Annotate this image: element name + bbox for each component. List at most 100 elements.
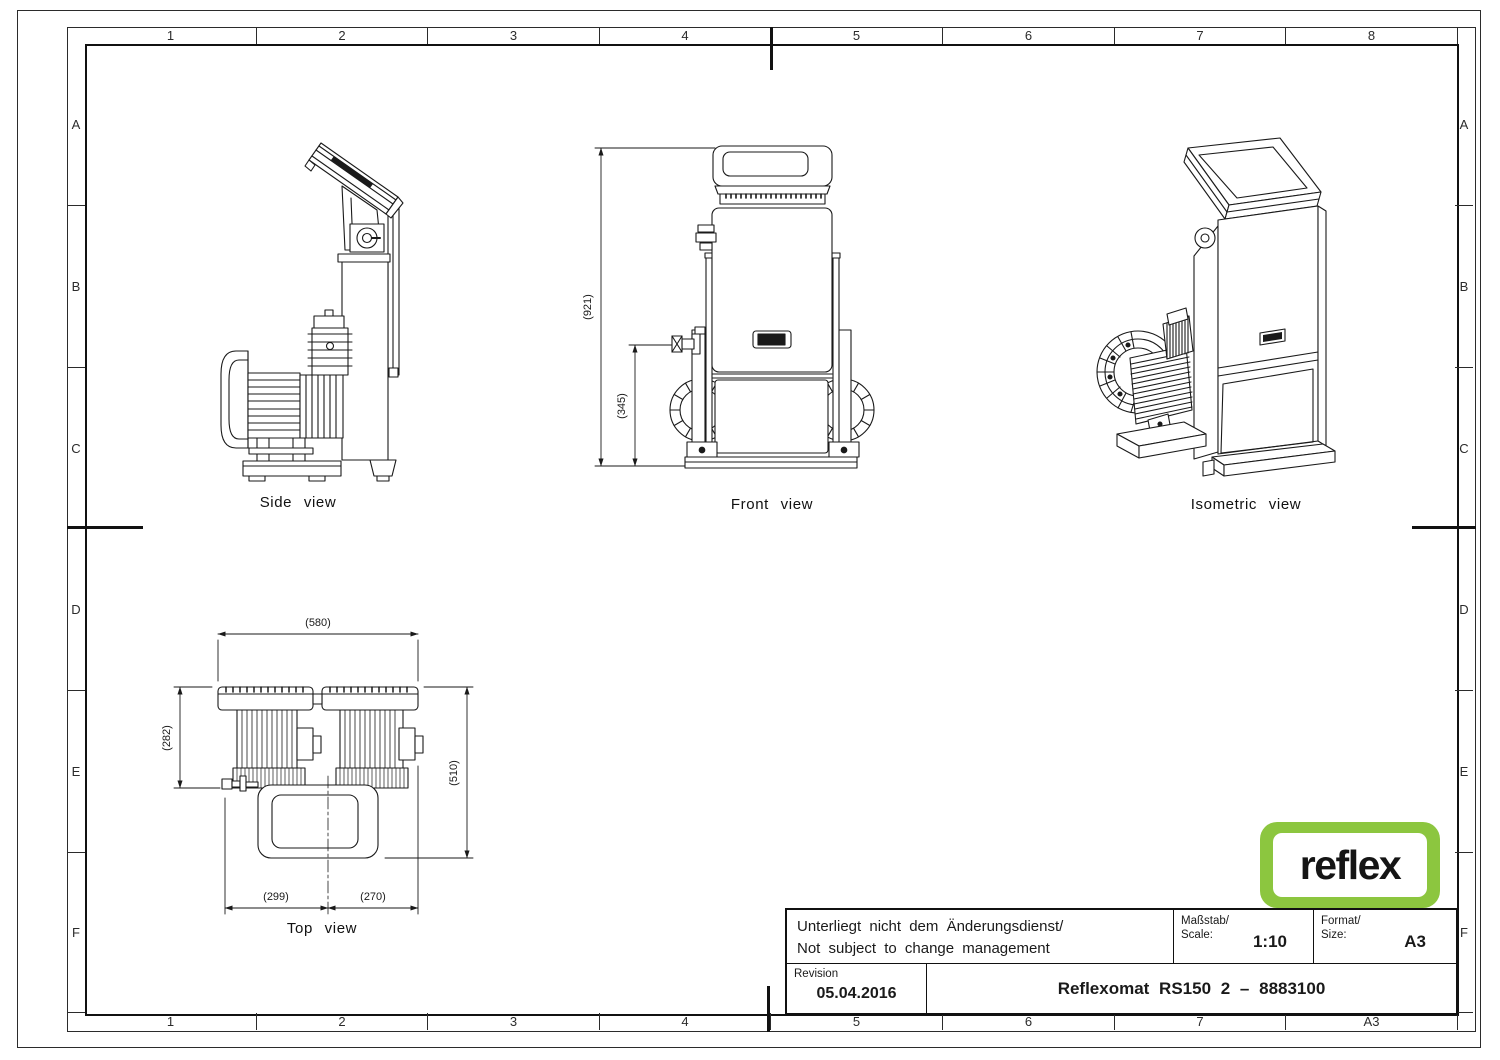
grid-ref-right-C: C [1455,368,1473,529]
grid-ref-bottom-5: 5 [771,1013,943,1030]
valve-knob [349,223,385,253]
grid-ref-right-D: D [1455,529,1473,691]
side-view-label: Side view [259,494,337,511]
svg-text:(345): (345) [616,393,628,419]
reflex-logo-text: reflex [1299,841,1402,888]
scale-value: 1:10 [1252,932,1287,951]
grid-ref-left-A: A [67,44,85,206]
format-cell: Format/ Size: A3 [1314,910,1456,963]
svg-text:(270): (270) [360,891,386,903]
revision-cell: Revision 05.04.2016 [787,963,927,1013]
svg-text:(282): (282) [161,725,173,751]
grid-ref-left-E: E [67,691,85,853]
fold-mark-bottom [767,986,770,1032]
outer-border [17,10,1481,1048]
cylinder-head [307,309,353,376]
change-note-line1: Unterliegt nicht dem Änderungsdienst/ [797,918,1064,935]
top-view-label: Top view [286,920,358,937]
grid-ref-right-F: F [1455,853,1473,1013]
left-fitting [221,775,259,792]
grid-ref-top-8: 8 [1286,27,1458,44]
dimension-connection-height: (345) [616,344,675,467]
top-view-drawing: (580) (282) (510) (299) (270) [161,617,474,915]
side-valve [671,326,706,355]
grid-ref-right-A: A [1455,44,1473,206]
tilted-control-panel [304,142,404,219]
isometric-view-label: Isometric view [1190,496,1302,513]
nameplate [1259,328,1286,346]
format-value: A3 [1404,932,1426,951]
grid-ref-top-4: 4 [600,27,771,44]
grid-ref-top-1: 1 [85,27,257,44]
grid-ref-left-D: D [67,529,85,691]
drawing-title-cell: Reflexomat RS150 2 – 8883100 [927,963,1456,1013]
base-plates [1116,421,1336,477]
scale-label-de: Maßstab/ [1181,915,1229,927]
base-feet [686,441,860,458]
lower-panel [714,379,829,454]
girth-seam [711,373,833,379]
control-box [257,784,379,859]
change-note-line2: Not subject to change management [797,939,1050,957]
side-view-drawing [220,142,404,482]
vessel-column [337,253,391,461]
grid-ref-bottom-6: 6 [943,1013,1115,1030]
grid-ref-top-7: 7 [1115,27,1286,44]
reflex-logo: reflex [1260,822,1440,908]
grid-ref-bottom-2: 2 [257,1013,428,1030]
grid-ref-top-2: 2 [257,27,428,44]
fold-mark-left [67,526,143,529]
dimension-overall-width: (580) [217,617,419,682]
revision-label: Revision [794,968,839,980]
grid-ref-left-F: F [67,853,85,1013]
grid-ref-top-5: 5 [771,27,943,44]
title-block: Unterliegt nicht dem Änderungsdienst/ No… [785,908,1458,1015]
control-panel [712,145,833,205]
svg-text:(580): (580) [305,617,331,629]
fold-mark-top [770,27,773,70]
valve-knob [1194,227,1216,249]
grid-ref-bottom-4: 4 [600,1013,771,1030]
grid-ref-bottom-8: A3 [1286,1013,1458,1030]
grid-ref-bottom-3: 3 [428,1013,600,1030]
svg-text:(510): (510) [448,760,460,786]
dimension-overall-height: (921) [582,147,716,467]
change-note-cell: Unterliegt nicht dem Änderungsdienst/ No… [787,910,1174,963]
compressor-block [299,374,344,439]
motor-bodies [236,709,404,769]
reflex-logo-plate: reflex [1273,833,1427,897]
motor-body [247,372,301,439]
front-view-label: Front view [730,496,814,513]
revision-date: 05.04.2016 [816,985,897,1003]
grid-ref-bottom-7: 7 [1115,1013,1286,1030]
base-plate [242,459,397,482]
scale-label-en: Scale: [1181,929,1213,942]
grid-ref-right-E: E [1455,691,1473,853]
grid-ref-left-C: C [67,368,85,529]
nameplate [752,330,792,349]
base-plate [684,456,858,469]
format-label-en: Size: [1321,929,1347,942]
back-panel [387,200,400,378]
format-label-de: Format/ [1321,915,1361,927]
grid-ref-top-6: 6 [943,27,1115,44]
vessel-body [711,207,833,373]
scale-cell: Maßstab/ Scale: 1:10 [1174,910,1314,963]
grid-ref-top-3: 3 [428,27,600,44]
fan-cowl [220,350,249,449]
grid-ref-bottom-1: 1 [85,1013,257,1030]
svg-text:(921): (921) [582,294,594,320]
motor-body [1129,345,1193,425]
top-left-fitting [695,224,717,251]
motor-tabs [296,727,424,761]
dimension-split-widths: (299) (270) [224,765,419,915]
isometric-view-drawing [1096,137,1336,477]
grid-ref-left-B: B [67,206,85,368]
fold-mark-right [1412,526,1476,529]
dimension-motor-depth: (282) [161,686,221,789]
grid-ref-right-B: B [1455,206,1473,368]
cabinet [1193,205,1327,460]
dimension-overall-depth: (510) [384,686,474,859]
motor-frame [248,437,314,462]
